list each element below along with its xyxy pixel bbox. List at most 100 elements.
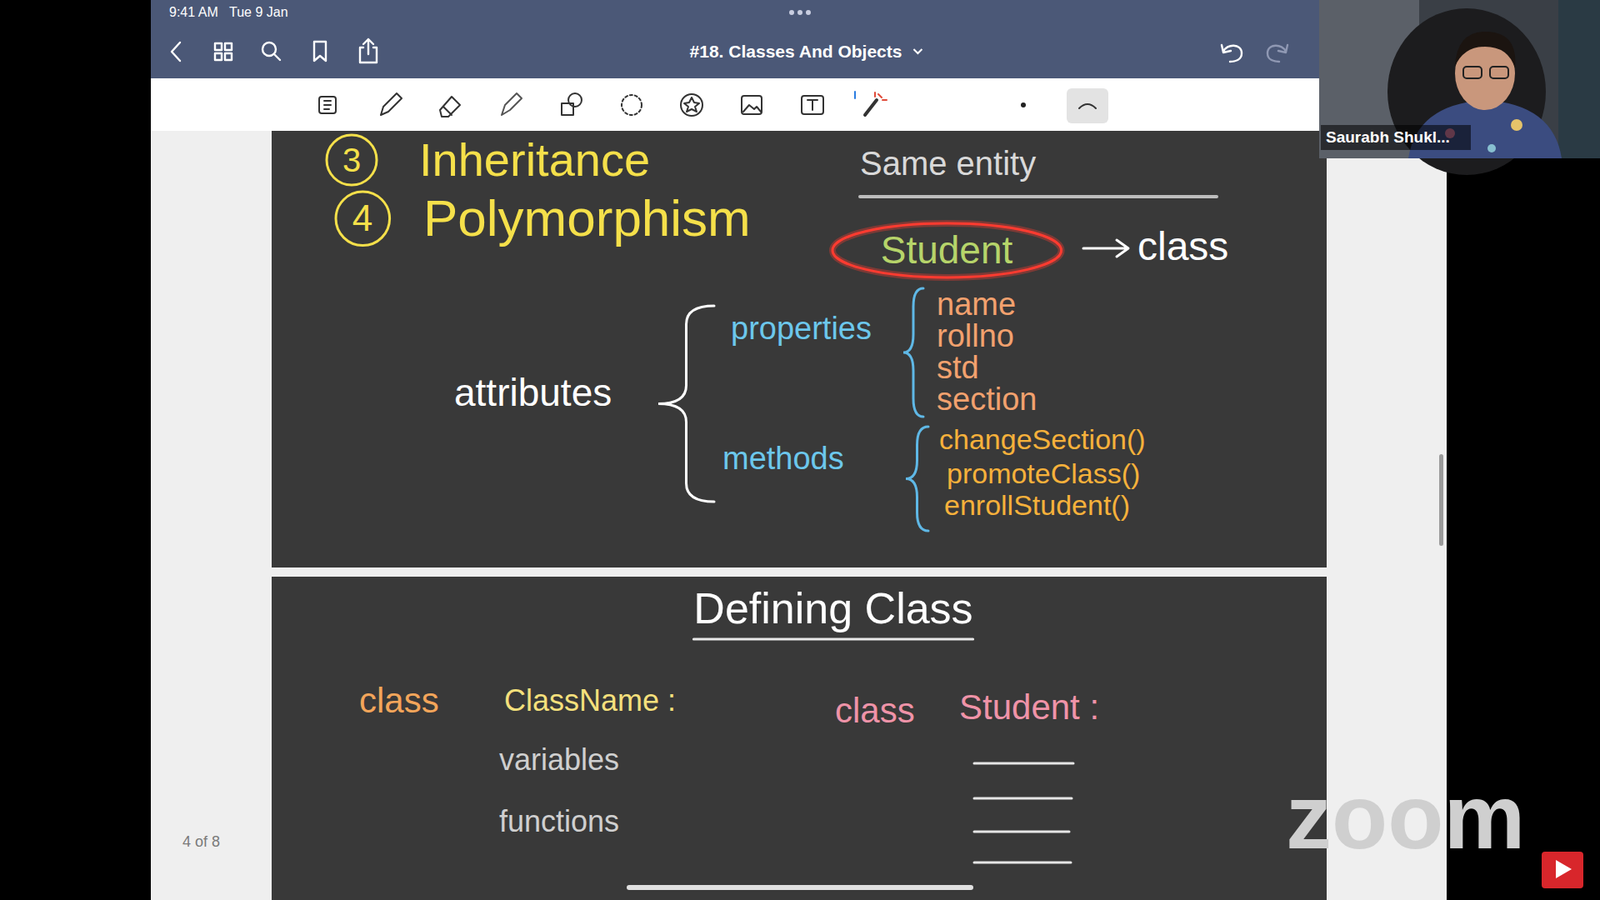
play-triangle	[1555, 860, 1572, 879]
dot	[805, 10, 811, 15]
back-icon	[171, 42, 180, 61]
image-icon	[741, 95, 762, 115]
stroke-icon	[1079, 104, 1096, 109]
document-title: #18. Classes And Objects	[690, 41, 903, 62]
number-circle: 4	[334, 190, 392, 248]
note-text: Same entity	[860, 144, 1036, 183]
property-item: name	[936, 286, 1016, 324]
pen-icon	[380, 93, 402, 115]
lasso-icon	[621, 95, 642, 115]
code-text: functions	[499, 804, 620, 839]
page-heading: Defining Class	[693, 584, 973, 635]
method-item: enrollStudent()	[944, 489, 1130, 522]
arrow	[1083, 240, 1129, 257]
ellipse-outline	[832, 223, 1062, 278]
shirt-print	[1510, 119, 1523, 131]
textbox-icon	[801, 95, 824, 115]
dot	[789, 10, 795, 15]
bookmark-icon	[314, 41, 326, 61]
ellipse-glow	[832, 223, 1062, 278]
reader-icon	[319, 96, 336, 114]
note-text: attributes	[454, 370, 612, 415]
note-page	[271, 576, 1327, 900]
number-circle: 3	[325, 133, 379, 187]
code-text: variables	[499, 742, 620, 777]
bluetooth-icon	[854, 91, 856, 99]
title-chevron	[913, 49, 922, 54]
textbox-icon	[807, 100, 818, 110]
more-dots	[789, 10, 811, 15]
sticker-icon	[684, 97, 700, 112]
shirt-print	[1487, 144, 1496, 153]
method-item: changeSection()	[939, 423, 1146, 456]
grid-icon	[225, 43, 232, 50]
code-keyword: class	[359, 680, 440, 721]
tool-bar	[150, 78, 1320, 131]
highlight-ellipse: Student	[830, 221, 1064, 280]
property-item: std	[936, 350, 980, 387]
ink-marks	[693, 49, 973, 640]
redo-icon	[1267, 45, 1288, 62]
search-icon	[274, 54, 280, 60]
node-text: 3	[342, 140, 361, 180]
group-label: properties	[730, 310, 872, 348]
property-item: section	[936, 381, 1037, 419]
name-patch	[1320, 125, 1471, 150]
placeholder-lines	[974, 763, 1074, 863]
glasses	[1463, 66, 1482, 79]
method-item: promoteClass()	[946, 457, 1140, 490]
nav-bar	[150, 0, 1320, 79]
group-label: methods	[722, 440, 845, 478]
circle-outline	[335, 191, 390, 246]
page-counter: 4 of 8	[182, 833, 220, 851]
note-text: class	[1137, 223, 1229, 270]
app-canvas	[150, 130, 1447, 900]
property-item: rollno	[936, 318, 1015, 355]
code-keyword: class	[835, 690, 915, 731]
dot	[797, 10, 803, 15]
home-indicator	[626, 885, 974, 890]
subscribe-box	[1541, 851, 1584, 889]
subscribe-icon	[1541, 851, 1584, 889]
brace	[905, 426, 929, 531]
brace	[903, 288, 924, 417]
undo-icon	[1221, 45, 1242, 62]
hair	[1455, 31, 1515, 69]
grid-icon	[215, 43, 222, 50]
video-tile	[1319, 0, 1600, 175]
participant-name: Saurabh Shukl...	[1325, 128, 1450, 147]
shelf	[1558, 0, 1600, 159]
nav-icons	[171, 39, 1288, 63]
share-icon	[360, 39, 377, 63]
eraser-icon	[440, 96, 460, 117]
grid-icon	[215, 53, 222, 60]
highlighter-icon	[501, 93, 522, 115]
code-text: ClassName :	[504, 683, 676, 718]
shapes-icon	[568, 93, 582, 107]
ink-marks	[658, 196, 1217, 863]
brace	[658, 305, 715, 502]
tool-icons	[319, 91, 1096, 117]
status-time: 9:41 AM	[169, 5, 219, 20]
underline	[693, 637, 973, 640]
status-date: Tue 9 Jan	[229, 5, 289, 20]
note-page	[271, 130, 1327, 568]
scroll-indicator	[1439, 454, 1444, 546]
heading-item: Polymorphism	[423, 188, 751, 248]
laser-icon	[865, 100, 877, 115]
code-text: Student :	[959, 687, 1100, 728]
grid-icon	[225, 53, 232, 60]
heading-item: Inheritance	[419, 133, 650, 187]
node-text: 4	[352, 197, 373, 240]
underline	[860, 195, 1217, 199]
reader-icon	[324, 100, 331, 110]
watermark: zoom	[1285, 764, 1525, 870]
circle-outline	[326, 135, 377, 185]
sticker-icon	[680, 94, 703, 116]
image-icon	[743, 105, 761, 112]
dot-size-icon	[1020, 102, 1026, 108]
selected-tool	[1066, 88, 1109, 124]
laser-icon	[875, 92, 887, 100]
node-text: Student	[880, 228, 1014, 273]
